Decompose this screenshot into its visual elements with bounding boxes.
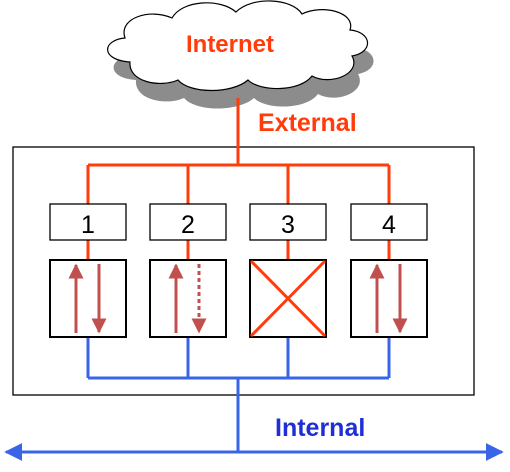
node-label-box-2 xyxy=(149,203,227,241)
node-label-1: 1 xyxy=(81,211,95,239)
cloud-body xyxy=(107,0,369,92)
internal-network xyxy=(4,337,504,461)
external-label: External xyxy=(258,109,357,137)
internal-label: Internal xyxy=(275,414,365,442)
firewall-box xyxy=(12,146,475,396)
node-2: 2 xyxy=(149,203,227,338)
node-label-4: 4 xyxy=(382,211,396,239)
node-label-box-1 xyxy=(49,203,127,241)
node-1: 1 xyxy=(49,203,127,338)
node-label-3: 3 xyxy=(281,211,295,239)
node-label-box-3 xyxy=(249,203,327,241)
node-label-box-4 xyxy=(350,203,428,241)
node-status-box-2 xyxy=(149,259,227,338)
external-network xyxy=(86,98,391,260)
internet-cloud: Internet xyxy=(107,0,374,109)
blocked-cross-b xyxy=(249,259,327,338)
node-status-box-4 xyxy=(350,259,428,338)
node-3: 3 xyxy=(249,203,327,338)
node-status-box-1 xyxy=(49,259,127,338)
node-4: 4 xyxy=(350,203,428,338)
node-label-2: 2 xyxy=(181,211,195,239)
cloud-label: Internet xyxy=(186,31,274,58)
